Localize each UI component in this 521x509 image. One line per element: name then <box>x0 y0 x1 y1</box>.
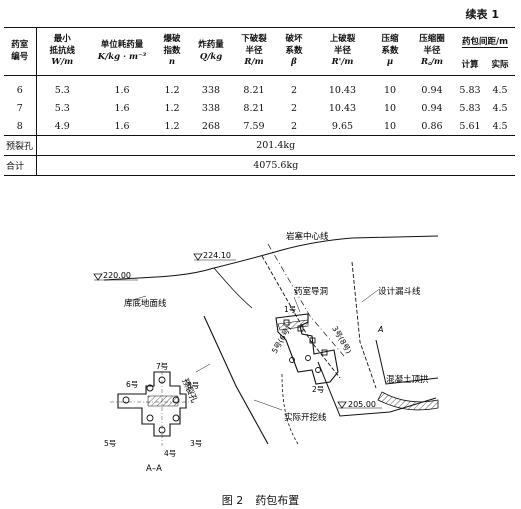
figure-caption: 图 2 药包布置 <box>0 492 521 508</box>
terrain-surface-line <box>103 235 439 281</box>
total-label: 合计 <box>4 155 36 176</box>
actual-excavation-line <box>281 373 299 445</box>
elevation-marker: 205.00 <box>337 400 382 409</box>
charge-label-2: 2号 <box>312 385 324 394</box>
rock-centerline-line <box>267 243 345 357</box>
chamber-drift-hatch <box>277 319 309 331</box>
concrete-arch-label: 混凝土顶拱 <box>386 374 429 385</box>
elevation-marker: 220.00 <box>93 271 138 281</box>
section-title: A–A <box>146 464 162 474</box>
chamber-drift-label: 药室导洞 <box>294 286 328 297</box>
section-charge-4: 4号 <box>164 449 176 458</box>
presplit-label: 预裂孔 <box>4 135 36 156</box>
charge-markers <box>283 319 328 373</box>
design-funnel-label: 设计漏斗线 <box>378 286 421 297</box>
reservoir-bottom-label: 库底地面线 <box>124 298 167 309</box>
continued-table-label: 续表 1 <box>465 8 499 21</box>
presplit-row: 预裂孔 201.4kg <box>4 135 515 156</box>
figure-number: 图 2 <box>221 494 244 507</box>
presplit-hole-line <box>203 315 269 445</box>
concrete-arch <box>377 391 439 411</box>
rock-centerline-label: 岩塞中心线 <box>286 231 329 242</box>
header-spacing: 药包间距/m <box>462 36 508 48</box>
section-mark-label: A <box>377 325 383 334</box>
total-row: 合计 4075.6kg <box>4 155 515 176</box>
section-charge-6: 6号 <box>126 380 138 389</box>
header-spacing-actual: 实际 <box>491 60 509 71</box>
presplit-value: 201.4kg <box>35 135 515 156</box>
section-charge-5: 5号 <box>104 439 116 448</box>
section-charge-8: 8号 <box>187 381 199 390</box>
svg-text:205.00: 205.00 <box>348 400 376 409</box>
total-value: 4075.6kg <box>35 155 515 176</box>
section-a-a: 7号 6号 8号 5号 3号 4号 A–A <box>104 362 202 474</box>
svg-text:220.00: 220.00 <box>103 271 131 280</box>
reservoir-bottom-line <box>213 267 253 309</box>
leader-lines <box>125 289 379 411</box>
svg-text:224.10: 224.10 <box>203 251 231 260</box>
section-charge-3: 3号 <box>190 439 202 448</box>
charge-layout-figure: 224.10 220.00 205.00 岩塞中心线 药室导洞 设计漏斗线 库底… <box>93 231 439 474</box>
section-charge-7: 7号 <box>156 362 168 371</box>
charge-label-1: 1号 <box>284 305 296 314</box>
elevation-marker: 224.10 <box>193 251 236 261</box>
figure-title: 药包布置 <box>255 494 300 507</box>
header-spacing-calc: 计算 <box>461 60 479 71</box>
header-chamber-no: 药室编号 <box>11 40 29 62</box>
actual-excavation-label: 实际开挖线 <box>284 412 327 423</box>
